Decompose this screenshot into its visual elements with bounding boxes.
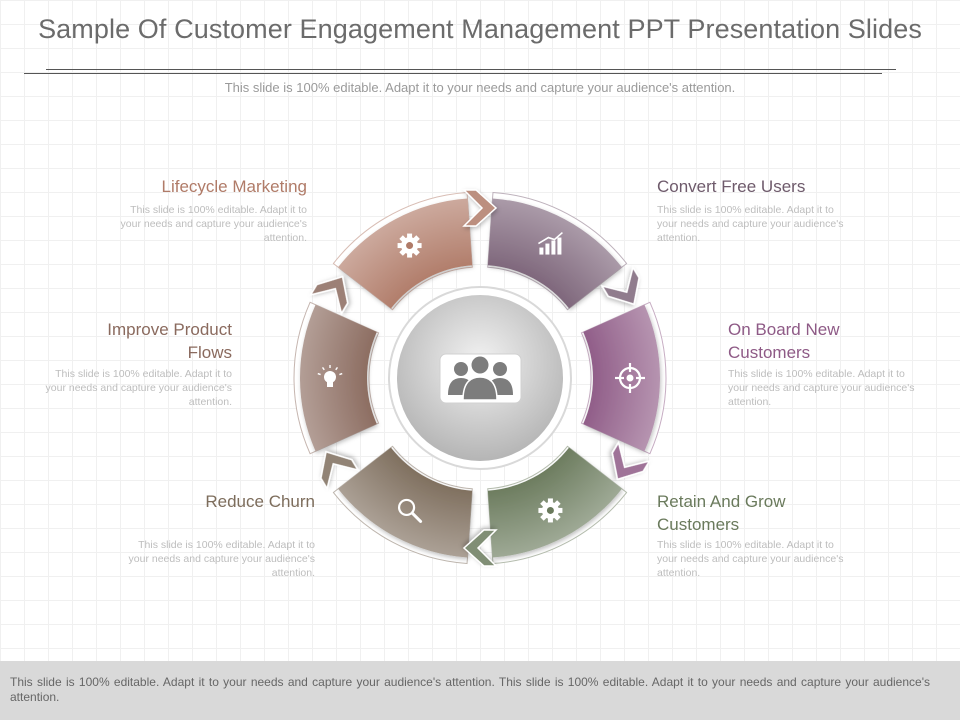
people-group-icon — [448, 356, 513, 401]
flow-arrow-4 — [462, 529, 498, 567]
desc-convert-free-users: This slide is 100% editable. Adapt it to… — [657, 204, 844, 244]
target-icon — [615, 363, 645, 393]
slide-subtitle: This slide is 100% editable. Adapt it to… — [224, 80, 736, 95]
label-reduce-churn: Reduce Churn — [205, 492, 315, 511]
desc-on-board-new-customers: This slide is 100% editable. Adapt it to… — [728, 368, 915, 408]
flow-arrow-5 — [320, 450, 360, 491]
cog-icon — [538, 498, 563, 523]
title-rule-top — [46, 69, 896, 70]
label-convert-free-users: Convert Free Users — [657, 177, 806, 196]
title-rule-bottom — [24, 73, 882, 74]
gear-icon — [397, 233, 422, 258]
lightbulb-icon — [317, 365, 343, 387]
label-on-board-new-customers: On Board New Customers — [728, 320, 840, 362]
magnifier-icon — [397, 498, 423, 523]
arrows-layer — [309, 189, 651, 567]
desc-improve-product-flows: This slide is 100% editable. Adapt it to… — [45, 368, 232, 408]
footer-text: This slide is 100% editable. Adapt it to… — [10, 675, 930, 704]
flow-arrow-6 — [309, 275, 349, 316]
bar-chart-icon — [538, 231, 563, 255]
cycle-diagram — [293, 189, 667, 567]
flow-arrow-3 — [611, 440, 651, 481]
flow-arrow-1 — [462, 189, 498, 227]
icons-layer — [317, 231, 645, 523]
desc-retain-and-grow-customers: This slide is 100% editable. Adapt it to… — [657, 539, 844, 579]
flow-arrow-2 — [600, 265, 640, 306]
label-improve-product-flows: Improve Product Flows — [107, 320, 232, 362]
segment-6 — [300, 304, 377, 452]
desc-lifecycle-marketing: This slide is 100% editable. Adapt it to… — [120, 204, 307, 244]
slide-title: Sample Of Customer Engagement Management… — [38, 14, 922, 44]
segment-5 — [338, 447, 473, 558]
desc-reduce-churn: This slide is 100% editable. Adapt it to… — [128, 539, 315, 579]
label-lifecycle-marketing: Lifecycle Marketing — [161, 177, 307, 196]
label-retain-and-grow-customers: Retain And Grow Customers — [657, 492, 786, 534]
footer-bar: This slide is 100% editable. Adapt it to… — [0, 661, 960, 720]
